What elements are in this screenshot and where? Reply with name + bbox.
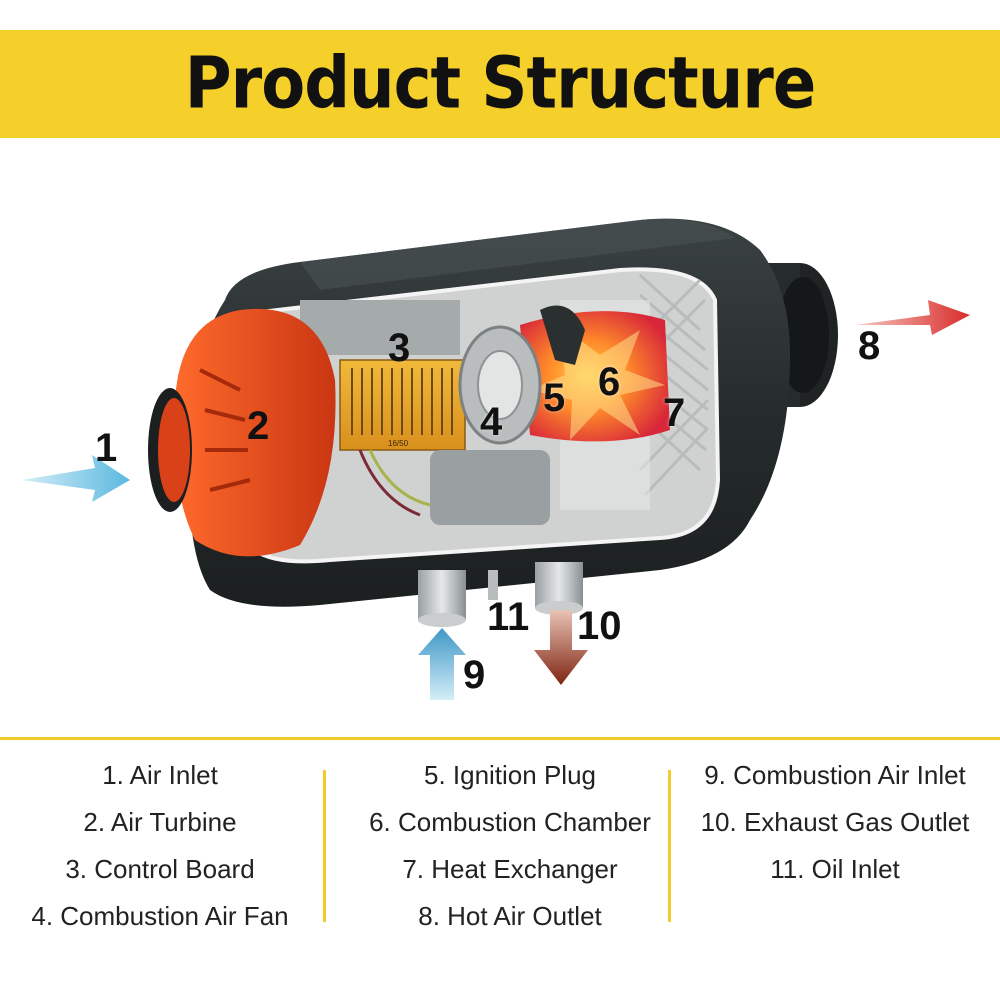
heater-diagram: 16/50 [0, 150, 1000, 730]
board-label: 16/50 [388, 439, 409, 448]
hot-air-outlet-arrow [855, 300, 970, 335]
callout-9: 9 [463, 653, 486, 697]
exhaust-gas-outlet-arrow [534, 610, 588, 685]
callout-5: 5 [543, 376, 566, 420]
air-turbine [174, 308, 336, 557]
legend-item: 11. Oil Inlet [770, 854, 900, 884]
combustion-air-inlet-arrow [418, 628, 466, 700]
legend-item: 10. Exhaust Gas Outlet [700, 807, 970, 837]
callout-10: 10 [577, 604, 622, 648]
legend-item: 5. Ignition Plug [423, 760, 596, 790]
callout-6: 6 [598, 360, 621, 404]
legend-item: 1. Air Inlet [102, 760, 218, 790]
combustion-air-fan [458, 325, 542, 445]
legend-column-1: 1. Air Inlet 2. Air Turbine 3. Control B… [20, 758, 300, 946]
legend-item: 6. Combustion Chamber [369, 807, 651, 837]
callout-8: 8 [858, 324, 881, 368]
callout-3: 3 [388, 326, 411, 370]
section-divider [0, 737, 1000, 740]
legend-column-2: 5. Ignition Plug 6. Combustion Chamber 7… [360, 758, 660, 946]
legend-item: 7. Heat Exchanger [402, 854, 618, 884]
heater-illustration: 16/50 [22, 218, 970, 700]
page-title: Product Structure [184, 42, 816, 126]
title-banner: Product Structure [0, 30, 1000, 138]
control-board: 16/50 [339, 359, 466, 451]
air-inlet-arrow [22, 455, 130, 502]
callout-11: 11 [487, 595, 530, 639]
bottom-pipes [418, 562, 583, 627]
legend-separator [323, 770, 326, 922]
ignition-plug [540, 305, 585, 365]
callout-1: 1 [95, 426, 118, 470]
legend-item: 4. Combustion Air Fan [31, 901, 289, 931]
callout-2: 2 [247, 404, 270, 448]
legend-column-3: 9. Combustion Air Inlet 10. Exhaust Gas … [690, 758, 980, 899]
legend-item: 3. Control Board [65, 854, 255, 884]
legend-item: 2. Air Turbine [83, 807, 237, 837]
legend-item: 9. Combustion Air Inlet [704, 760, 966, 790]
callout-4: 4 [480, 400, 503, 444]
callout-7: 7 [663, 391, 686, 435]
air-inlet-mouth [148, 388, 192, 512]
legend-separator [668, 770, 671, 922]
legend-item: 8. Hot Air Outlet [418, 901, 602, 931]
